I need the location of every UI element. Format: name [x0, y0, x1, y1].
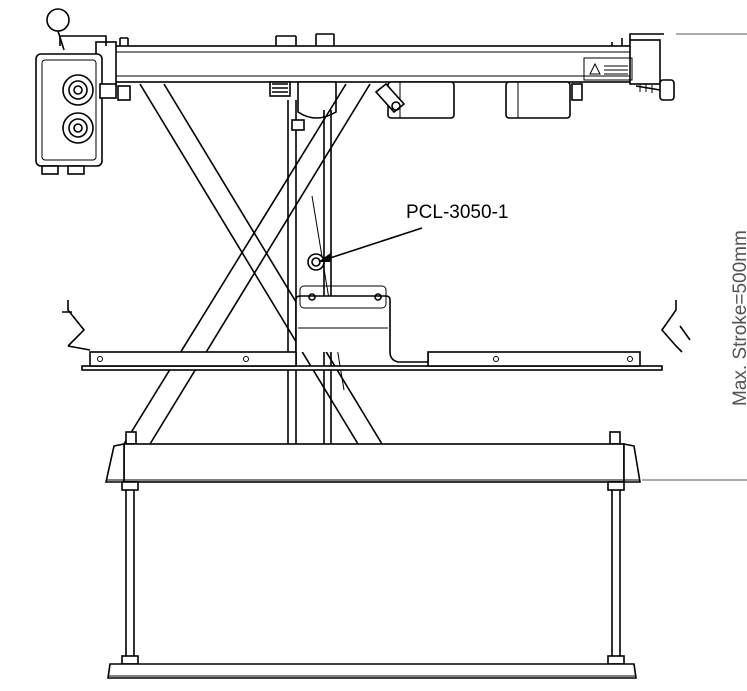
- control-box: [35, 8, 131, 175]
- bottom-carrier: [105, 431, 641, 679]
- scissor-arms: [123, 83, 383, 445]
- stroke-dimension: Max. Stroke=500mm: [642, 33, 747, 481]
- part-callout-label: PCL-3050-1: [406, 202, 508, 223]
- top-frame: [59, 33, 675, 101]
- ceiling-plate: [62, 285, 691, 371]
- part-callout: PCL-3050-1: [318, 202, 508, 262]
- drive-units: [269, 81, 583, 119]
- stroke-dimension-label: Max. Stroke=500mm: [730, 230, 747, 406]
